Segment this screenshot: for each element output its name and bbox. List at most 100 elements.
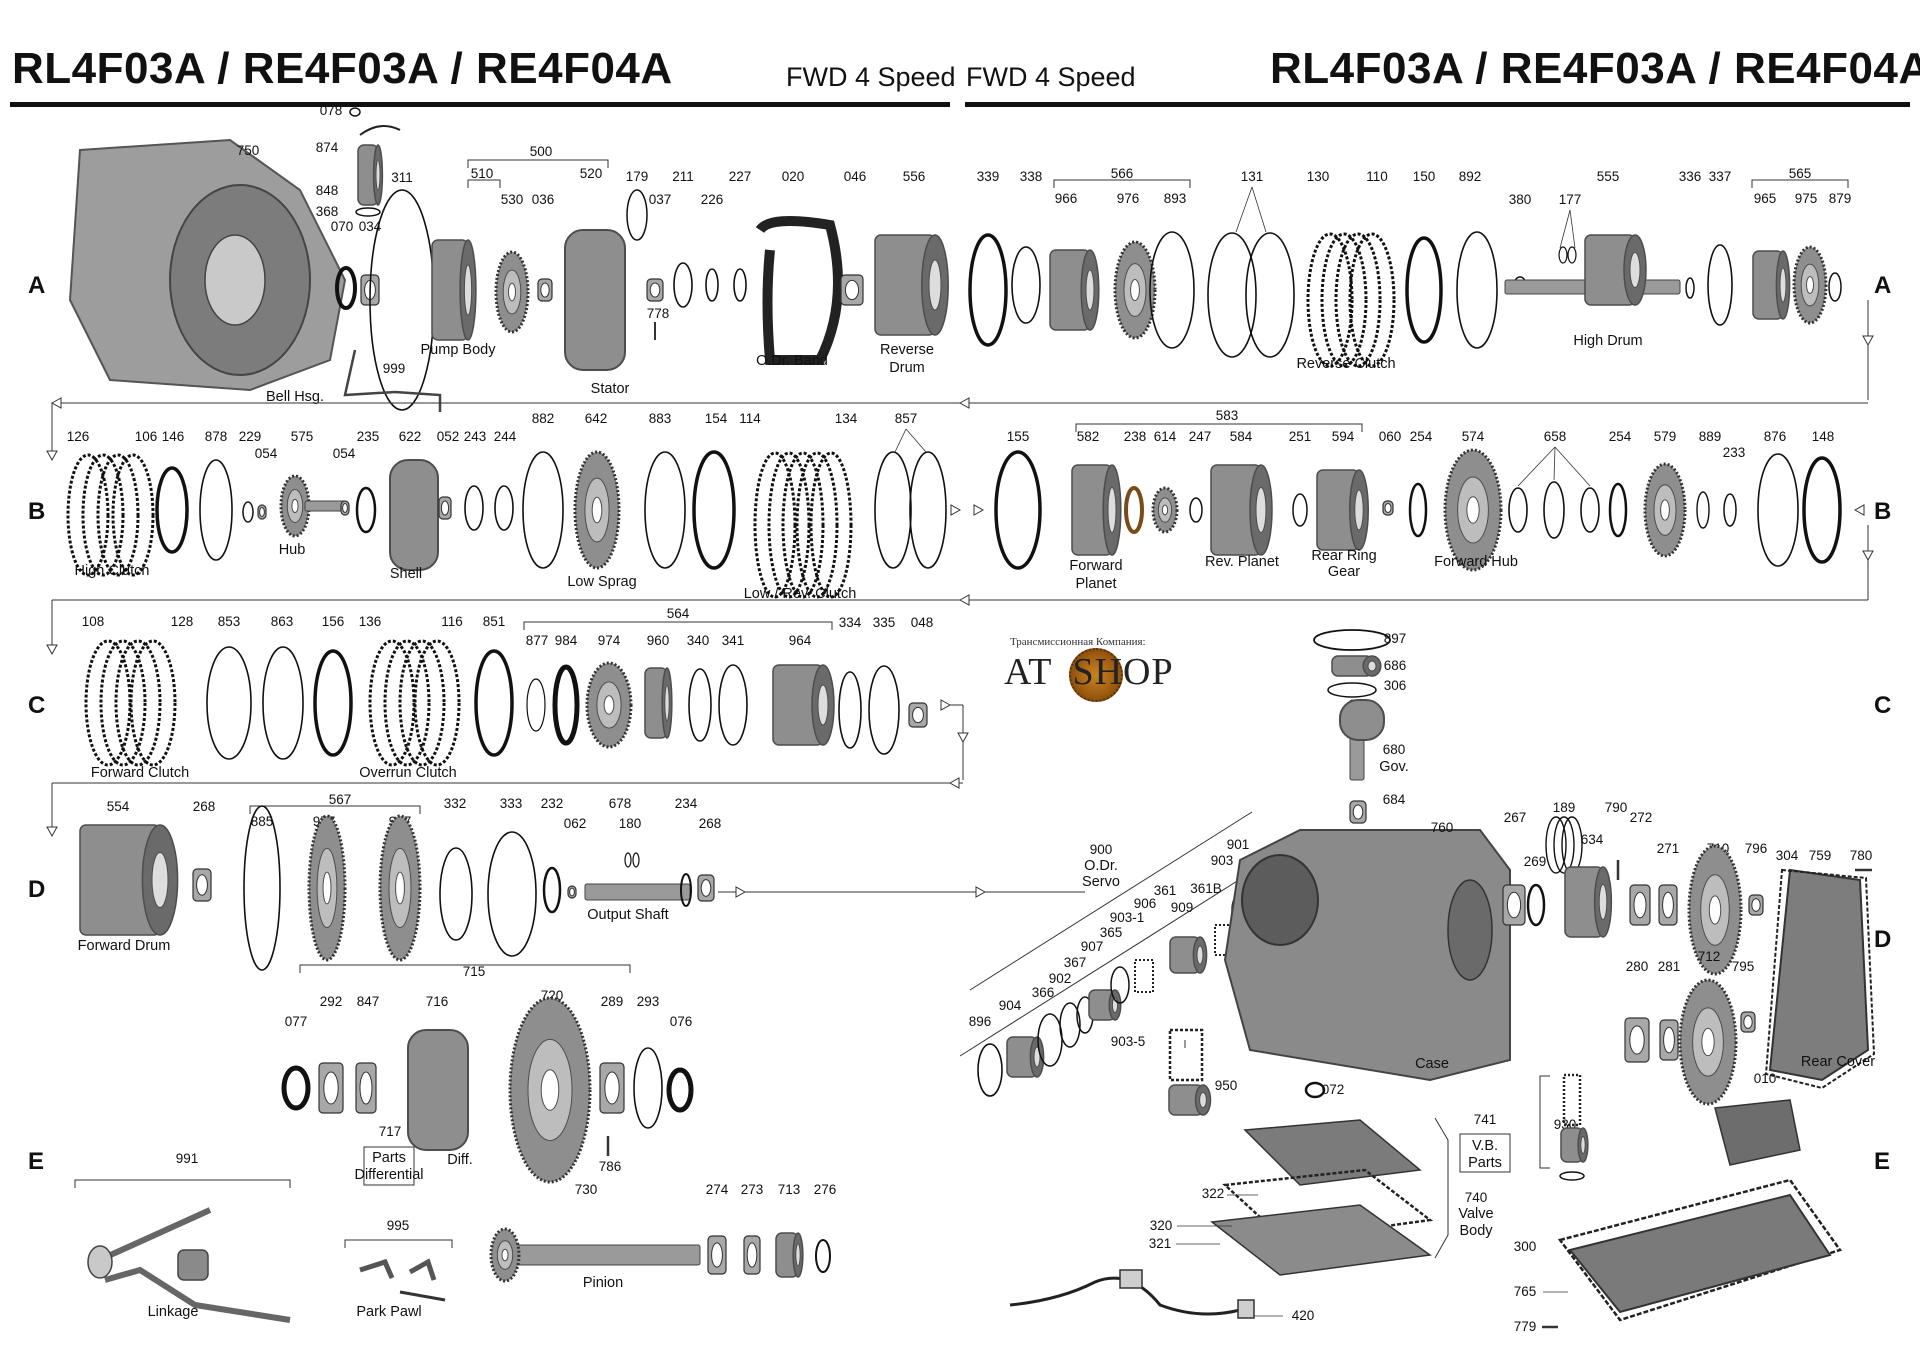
drum-964-bore bbox=[817, 684, 829, 726]
part-number-292: 292 bbox=[320, 994, 343, 1009]
race-966-bore bbox=[1085, 269, 1095, 311]
flow-arrow-a4 bbox=[46, 450, 58, 462]
rear-cover-759 bbox=[1768, 868, 1870, 1082]
part-number-337: 337 bbox=[1709, 169, 1732, 184]
label-overrun-clutch: Overrun Clutch bbox=[359, 765, 457, 781]
part-number-062: 062 bbox=[564, 816, 587, 831]
part-number-713: 713 bbox=[778, 1182, 801, 1197]
seal-072 bbox=[1304, 1081, 1326, 1099]
seal-276 bbox=[815, 1239, 831, 1273]
ring-876 bbox=[1757, 453, 1799, 567]
part-number-634: 634 bbox=[1581, 832, 1604, 847]
part-number-251: 251 bbox=[1289, 429, 1312, 444]
part-number-622: 622 bbox=[399, 429, 422, 444]
flow-arrow-c2 bbox=[957, 732, 969, 744]
ring-863 bbox=[262, 646, 304, 760]
part-number-999: 999 bbox=[383, 361, 406, 376]
bushing-062-bore bbox=[569, 887, 575, 897]
ring-189b bbox=[1553, 816, 1575, 874]
seal-930 bbox=[1559, 1171, 1585, 1181]
part-number-155: 155 bbox=[1007, 429, 1030, 444]
part-number-189: 189 bbox=[1553, 800, 1576, 815]
part-number-226: 226 bbox=[701, 192, 724, 207]
part-number-765: 765 bbox=[1514, 1284, 1537, 1299]
overrun-clutch-plates bbox=[398, 639, 446, 767]
ring-883 bbox=[644, 451, 686, 569]
bearing-796-bore bbox=[1751, 898, 1761, 912]
reverse-clutch-plates bbox=[1320, 232, 1368, 368]
cap-686-bore bbox=[1367, 660, 1377, 672]
ring-332 bbox=[439, 847, 473, 941]
part-number-876: 876 bbox=[1764, 429, 1787, 444]
leader-line bbox=[894, 428, 907, 453]
label-low-rev-clutch: Low / Rev. Clutch bbox=[744, 586, 857, 602]
part-number-244: 244 bbox=[494, 429, 517, 444]
part-number-052: 052 bbox=[437, 429, 460, 444]
part-number-321: 321 bbox=[1149, 1236, 1172, 1251]
bracket-510 bbox=[467, 179, 501, 188]
part-number-146: 146 bbox=[162, 429, 185, 444]
part-number-361B: 361B bbox=[1190, 881, 1222, 896]
logo-text-left: AT bbox=[1004, 651, 1053, 693]
bearing-271-bore bbox=[1662, 891, 1674, 919]
part-number-500: 500 bbox=[530, 144, 553, 159]
part-number-229: 229 bbox=[239, 429, 262, 444]
ring-879 bbox=[1828, 272, 1842, 302]
ring-293 bbox=[633, 1047, 663, 1129]
part-number-863: 863 bbox=[271, 614, 294, 629]
label-bell-hsg: Bell Hsg. bbox=[266, 389, 324, 405]
governor-680 bbox=[1339, 699, 1385, 741]
bearing-289-bore bbox=[604, 1071, 620, 1105]
ring-177b bbox=[1567, 246, 1577, 264]
part-number-642: 642 bbox=[585, 411, 608, 426]
high-drum-bore bbox=[1629, 252, 1641, 288]
pinion-gear-730-bore bbox=[501, 1248, 509, 1262]
part-number-333: 333 bbox=[500, 796, 523, 811]
part-number-126: 126 bbox=[67, 429, 90, 444]
plate-131a bbox=[1207, 232, 1257, 358]
label-parts-diff: Differential bbox=[354, 1167, 423, 1183]
clutch-975-bore bbox=[1805, 276, 1815, 294]
part-number-232: 232 bbox=[541, 796, 564, 811]
bearing-274-bore bbox=[711, 1242, 723, 1268]
pump-body-bore bbox=[463, 264, 473, 316]
part-number-715: 715 bbox=[463, 964, 486, 979]
ring-853 bbox=[206, 646, 252, 760]
label-od-band: O.Dr. Band bbox=[756, 353, 828, 369]
o-ring bbox=[349, 107, 361, 117]
ring-211 bbox=[673, 262, 693, 308]
row-letter-b-right: B bbox=[1874, 498, 1892, 525]
part-number-716: 716 bbox=[426, 994, 449, 1009]
part-number-564: 564 bbox=[667, 606, 690, 621]
part-number-904: 904 bbox=[999, 998, 1022, 1013]
plate-339 bbox=[968, 233, 1008, 347]
title-right: RL4F03A / RE4F03A / RE4F04A bbox=[1270, 44, 1920, 93]
piston-909-bore bbox=[1196, 945, 1204, 965]
seal-070 bbox=[335, 266, 357, 310]
part-number-594: 594 bbox=[1332, 429, 1355, 444]
part-number-906: 906 bbox=[1134, 896, 1157, 911]
label-shell: Shell bbox=[390, 566, 422, 582]
label-pinion: Pinion bbox=[583, 1275, 623, 1291]
solenoid-wire bbox=[359, 125, 401, 136]
high-clutch-plates bbox=[111, 453, 155, 577]
bearing-267-bore bbox=[1506, 891, 1522, 919]
part-number-072: 072 bbox=[1322, 1082, 1345, 1097]
ring-233 bbox=[1723, 493, 1737, 527]
header-rule-right bbox=[965, 102, 1910, 107]
linkage-detent bbox=[177, 1249, 209, 1281]
part-number-974: 974 bbox=[598, 633, 621, 648]
gasket-300 bbox=[1557, 1178, 1843, 1322]
ring-227 bbox=[733, 268, 747, 302]
flow-arrow-a1 bbox=[1862, 335, 1874, 347]
label-high-clutch: High Clutch bbox=[75, 563, 150, 579]
ring-885 bbox=[243, 805, 281, 971]
flow-arrow-a2 bbox=[958, 397, 970, 409]
part-number-750: 750 bbox=[237, 143, 260, 158]
header-rule-left bbox=[10, 102, 950, 107]
part-number-889: 889 bbox=[1699, 429, 1722, 444]
part-number-332: 332 bbox=[444, 796, 467, 811]
ring-658b bbox=[1543, 481, 1565, 539]
part-number-883: 883 bbox=[649, 411, 672, 426]
